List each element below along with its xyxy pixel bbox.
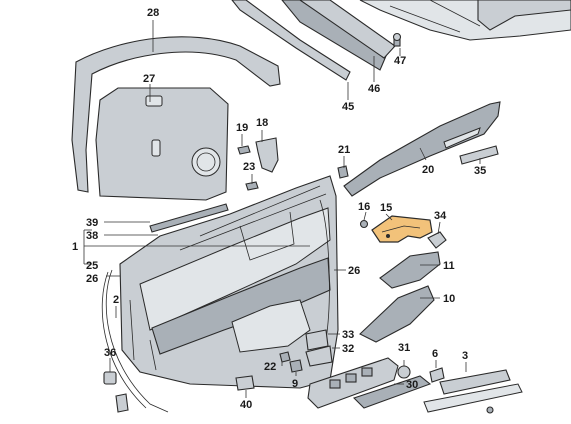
label-2: 2 (113, 294, 119, 306)
sill-trim-3 (423, 369, 523, 413)
label-32: 32 (342, 343, 354, 355)
label-20: 20 (422, 164, 434, 176)
label-10: 10 (443, 293, 455, 305)
label-45: 45 (342, 101, 354, 113)
label-26: 26 (86, 273, 98, 285)
screw-47 (392, 32, 402, 47)
screw-16 (359, 219, 369, 229)
clip-23 (245, 181, 259, 191)
strip-39 (149, 203, 229, 233)
label-47: 47 (394, 55, 406, 67)
leader-lines (83, 20, 481, 398)
label-33: 33 (342, 329, 354, 341)
armrest-trim-20 (343, 101, 501, 197)
trim-11 (379, 251, 441, 289)
label-3: 3 (462, 350, 468, 362)
clip-9 (289, 359, 303, 373)
label-46: 46 (368, 83, 380, 95)
upper-door-trim (359, 0, 571, 41)
belt-strip-46 (281, 0, 396, 71)
label-39: 39 (86, 217, 98, 229)
label-26-seal: 26 (348, 265, 360, 277)
label-31: 31 (398, 342, 410, 354)
label-22: 22 (264, 361, 276, 373)
part-labels: 28 27 47 46 45 19 18 23 21 20 35 15 16 3… (72, 7, 486, 411)
label-40: 40 (240, 399, 252, 411)
clip-19 (237, 145, 251, 155)
clip-22 (279, 351, 291, 363)
clip-40 (235, 375, 255, 391)
label-11: 11 (443, 260, 455, 272)
switch-32 (305, 345, 333, 367)
bracket-bottom-left (115, 393, 129, 413)
label-38: 38 (86, 230, 98, 242)
label-35: 35 (474, 165, 486, 177)
label-25: 25 (86, 260, 98, 272)
label-6: 6 (432, 348, 438, 360)
cap-35 (459, 145, 499, 165)
window-frame-strip (71, 36, 281, 193)
door-seal (101, 199, 330, 413)
label-34: 34 (434, 210, 447, 222)
label-19: 19 (236, 122, 248, 134)
door-handle-bracket-15 (371, 215, 433, 243)
bracket-18 (255, 137, 279, 173)
label-28: 28 (147, 7, 159, 19)
clip-21 (337, 165, 349, 179)
door-panel (119, 175, 339, 389)
clip-36 (103, 371, 117, 385)
label-18: 18 (256, 117, 268, 129)
switch-panel-31 (307, 357, 399, 409)
label-9: 9 (292, 378, 298, 390)
label-21: 21 (338, 144, 350, 156)
bracket-30 (352, 375, 432, 409)
label-30: 30 (406, 379, 418, 391)
label-23: 23 (243, 161, 255, 173)
strip-6 (429, 367, 445, 383)
switch-5 (397, 365, 411, 379)
trim-10 (359, 285, 435, 343)
label-16: 16 (358, 201, 370, 213)
label-36: 36 (104, 347, 116, 359)
label-1: 1 (72, 241, 78, 253)
label-27: 27 (143, 73, 155, 85)
belt-strip-45 (231, 0, 351, 81)
label-15: 15 (380, 202, 392, 214)
screw-14 (486, 406, 494, 414)
insulation-panel (95, 87, 229, 201)
switch-34 (427, 231, 447, 249)
